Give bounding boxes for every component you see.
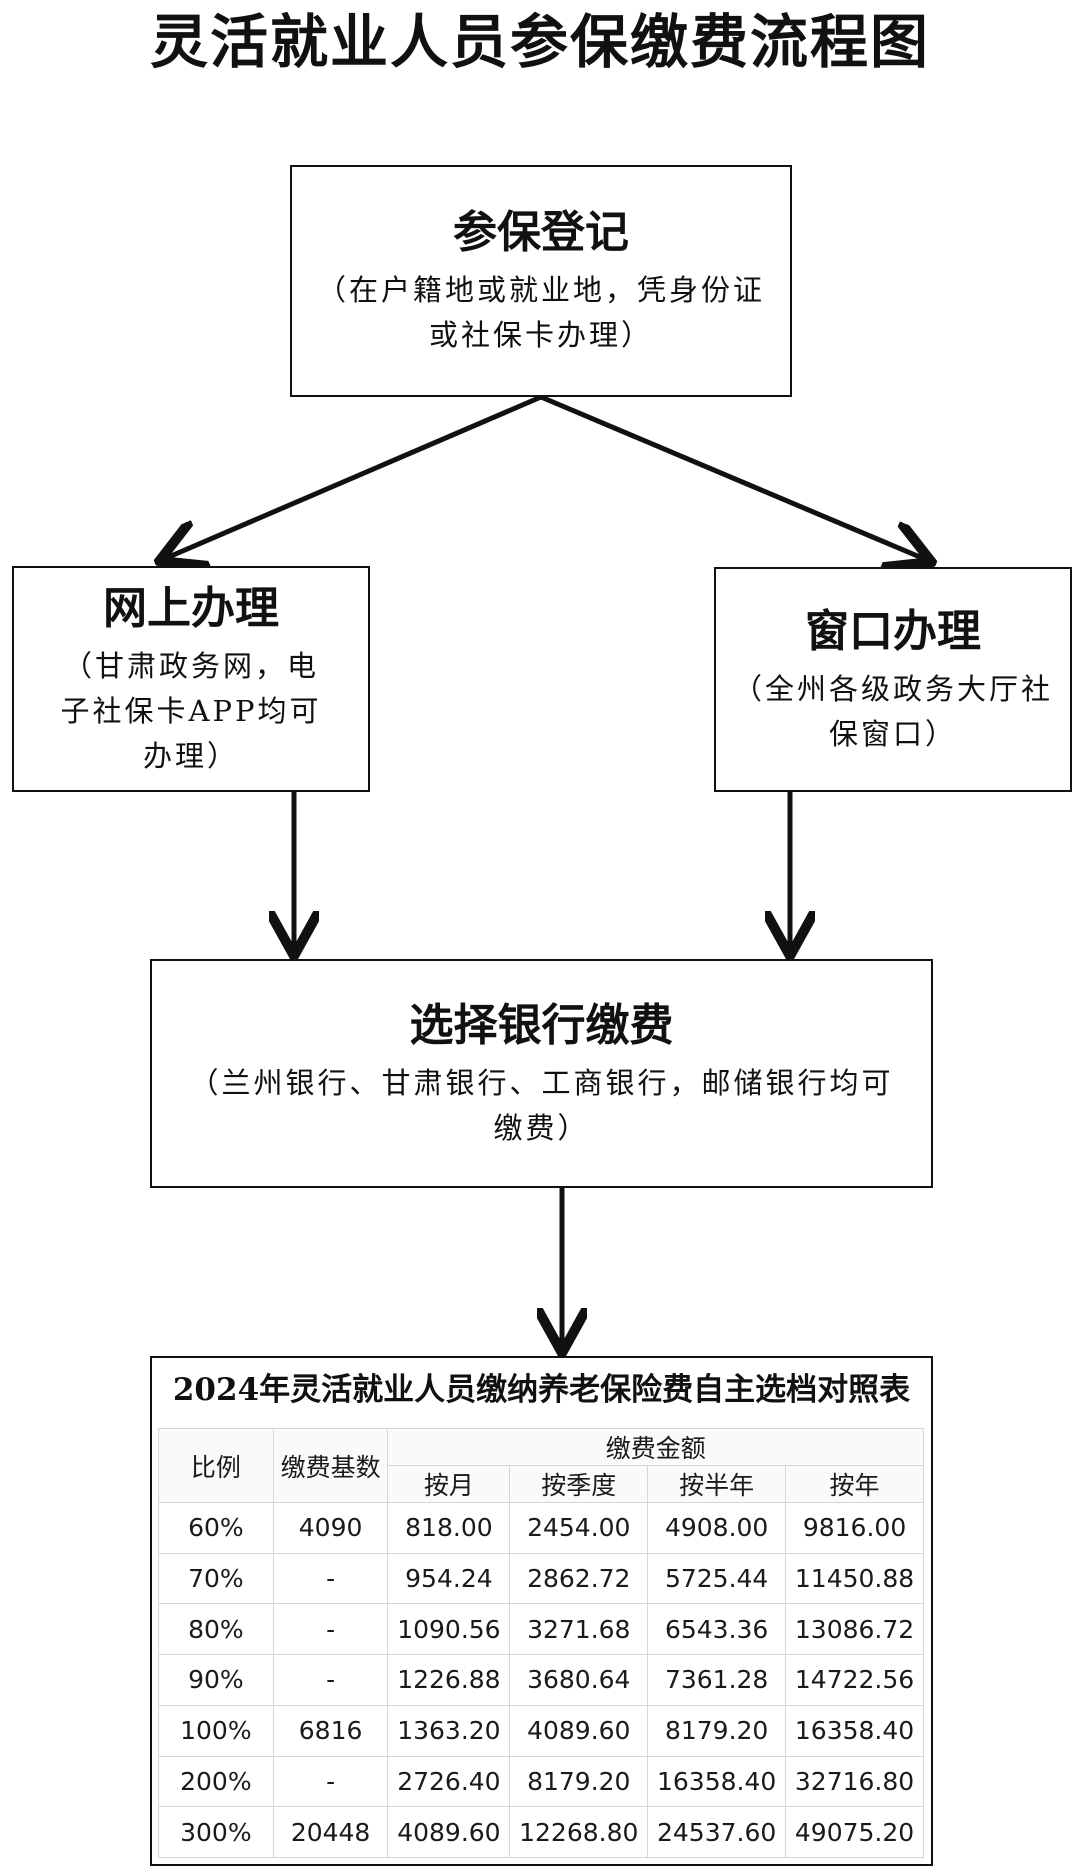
cell-base: 4090 (272, 1502, 389, 1554)
table-row: 60% 4090 818.00 2454.00 4908.00 9816.00 (158, 1502, 924, 1554)
step-registration: 参保登记 （在户籍地或就业地，凭身份证或社保卡办理） (290, 165, 792, 397)
table-row: 200% - 2726.40 8179.20 16358.40 32716.80 (158, 1755, 924, 1808)
cell-ratio: 80% (158, 1603, 274, 1656)
contribution-table-panel: 2024年灵活就业人员缴纳养老保险费自主选档对照表 比例 缴费基数 缴费金额 按… (150, 1356, 933, 1866)
table-row: 300% 20448 4089.60 12268.80 24537.60 490… (158, 1806, 924, 1858)
table-row: 90% - 1226.88 3680.64 7361.28 14722.56 (158, 1654, 924, 1706)
arrow-registration-to-window (540, 394, 927, 560)
cell-base: - (272, 1755, 389, 1808)
cell-halfyear: 6543.36 (647, 1603, 787, 1656)
contribution-table-title: 2024年灵活就业人员缴纳养老保险费自主选档对照表 (172, 1372, 911, 1408)
header-ratio: 比例 (158, 1428, 274, 1503)
cell-base: - (272, 1603, 389, 1656)
cell-base: - (272, 1654, 389, 1706)
cell-yearly: 16358.40 (785, 1704, 924, 1757)
cell-ratio: 200% (158, 1755, 274, 1808)
step-online: 网上办理 （甘肃政务网，电子社保卡APP均可办理） (12, 566, 370, 792)
cell-ratio: 60% (158, 1502, 274, 1554)
step-window-note: （全州各级政务大厅社保窗口） (733, 671, 1054, 751)
cell-halfyear: 5725.44 (647, 1552, 787, 1605)
cell-quarterly: 12268.80 (509, 1806, 649, 1858)
table-row: 80% - 1090.56 3271.68 6543.36 13086.72 (158, 1603, 924, 1656)
cell-quarterly: 2454.00 (509, 1502, 649, 1554)
cell-yearly: 32716.80 (785, 1755, 924, 1808)
step-bank: 选择银行缴费 （兰州银行、甘肃银行、工商银行，邮储银行均可缴费） (150, 959, 933, 1188)
cell-quarterly: 8179.20 (509, 1755, 649, 1808)
step-online-note: （甘肃政务网，电子社保卡APP均可办理） (60, 648, 322, 773)
step-online-title: 网上办理 (103, 582, 279, 634)
step-bank-note: （兰州银行、甘肃银行、工商银行，邮储银行均可缴费） (189, 1065, 894, 1145)
cell-monthly: 818.00 (387, 1502, 511, 1554)
page-title: 灵活就业人员参保缴费流程图 (149, 8, 930, 76)
step-registration-note: （在户籍地或就业地，凭身份证或社保卡办理） (316, 273, 765, 352)
step-window: 窗口办理 （全州各级政务大厅社保窗口） (714, 567, 1072, 792)
cell-monthly: 954.24 (387, 1552, 511, 1605)
cell-quarterly: 4089.60 (509, 1704, 649, 1757)
header-yearly: 按年 (785, 1465, 924, 1503)
cell-halfyear: 7361.28 (647, 1654, 787, 1706)
cell-yearly: 11450.88 (785, 1552, 924, 1605)
step-window-title: 窗口办理 (805, 605, 981, 657)
cell-monthly: 1363.20 (387, 1704, 511, 1757)
cell-yearly: 9816.00 (785, 1502, 924, 1554)
cell-halfyear: 8179.20 (647, 1704, 787, 1757)
table-row: 100% 6816 1363.20 4089.60 8179.20 16358.… (158, 1704, 924, 1757)
contribution-table: 比例 缴费基数 缴费金额 按月 按季度 按半年 按年 60% 4090 818.… (158, 1428, 924, 1858)
table-row: 70% - 954.24 2862.72 5725.44 11450.88 (158, 1552, 924, 1605)
table-header-row: 比例 缴费基数 缴费金额 (158, 1428, 924, 1503)
cell-yearly: 13086.72 (785, 1603, 924, 1656)
cell-base: - (272, 1552, 389, 1605)
cell-ratio: 70% (158, 1552, 274, 1605)
cell-quarterly: 3271.68 (509, 1603, 649, 1656)
cell-halfyear: 24537.60 (647, 1806, 787, 1858)
cell-ratio: 90% (158, 1654, 274, 1706)
cell-yearly: 14722.56 (785, 1654, 924, 1706)
cell-ratio: 300% (158, 1806, 274, 1858)
cell-base: 6816 (272, 1704, 389, 1757)
header-quarterly: 按季度 (509, 1465, 649, 1503)
cell-quarterly: 3680.64 (509, 1654, 649, 1706)
cell-monthly: 2726.40 (387, 1755, 511, 1808)
step-bank-title: 选择银行缴费 (409, 999, 674, 1051)
header-amount: 缴费金额 (387, 1428, 924, 1466)
cell-halfyear: 16358.40 (647, 1755, 787, 1808)
step-registration-title: 参保登记 (453, 207, 629, 258)
cell-base: 20448 (272, 1806, 389, 1858)
cell-quarterly: 2862.72 (509, 1552, 649, 1605)
cell-monthly: 1090.56 (387, 1603, 511, 1656)
table-subheader-row: 按月 按季度 按半年 按年 (159, 1465, 924, 1503)
cell-ratio: 100% (158, 1704, 274, 1757)
arrow-registration-to-online (164, 394, 542, 559)
cell-monthly: 4089.60 (387, 1806, 511, 1858)
header-base: 缴费基数 (272, 1428, 389, 1503)
cell-yearly: 49075.20 (785, 1806, 924, 1858)
cell-monthly: 1226.88 (387, 1654, 511, 1706)
header-monthly: 按月 (387, 1465, 511, 1503)
header-halfyear: 按半年 (647, 1465, 787, 1503)
cell-halfyear: 4908.00 (647, 1502, 787, 1554)
